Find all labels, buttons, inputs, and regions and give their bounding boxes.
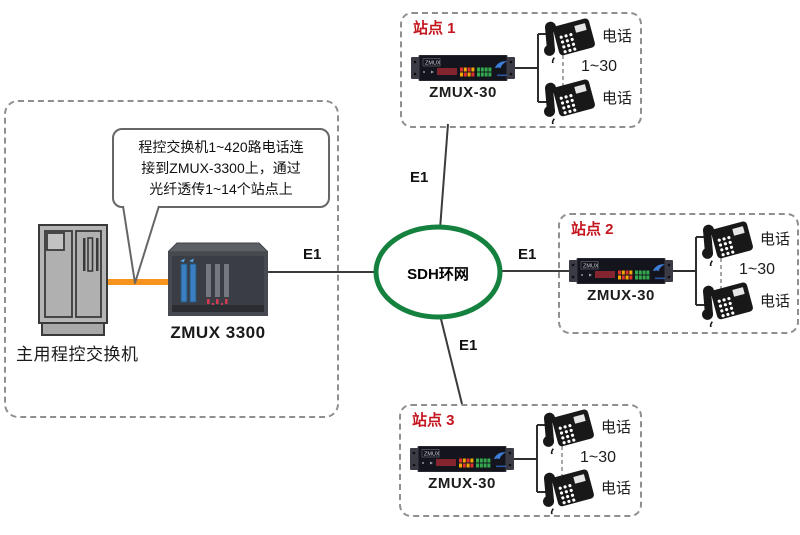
e1-label-bottom: E1 <box>459 337 478 354</box>
phone-label-bottom: 电话 <box>602 90 633 107</box>
callout-bubble: 程控交换机1~420路电话连 接到ZMUX-3300上，通过 光纤透传1~14个… <box>112 128 330 208</box>
phone-icon <box>544 79 595 124</box>
phone-icon <box>702 282 753 327</box>
phone-bracket-lines <box>673 236 722 306</box>
exchange-cabinet-label: 主用程控交换机 <box>16 345 139 364</box>
zmux-30-label: ZMUX-30 <box>428 475 496 492</box>
phone-icon <box>544 18 595 63</box>
device-brand-text: ZMUX <box>424 452 440 458</box>
device-brand-text: ZMUX <box>583 264 599 270</box>
station-title: 站点 2 <box>571 221 614 238</box>
swallow-logo-icon <box>494 452 506 460</box>
zmux-30-graphic: ZMUX <box>410 446 514 472</box>
device-brand-text: ZMUX <box>425 61 441 67</box>
zmux-30-graphic: ZMUX <box>411 55 515 81</box>
station-3-box <box>399 404 642 517</box>
sdh-ring <box>373 224 503 320</box>
zmux-30-label: ZMUX-30 <box>587 287 655 304</box>
e1-line-top <box>439 123 449 230</box>
range-label: 1~30 <box>579 449 617 466</box>
phone-label-bottom: 电话 <box>601 480 632 497</box>
station-2-content: 站点 2 ZMUX <box>558 213 795 330</box>
zmux-3300-graphic <box>168 242 268 316</box>
exchange-cabinet-graphic <box>38 224 108 336</box>
station-1-content: 站点 1 ZMUX <box>400 12 638 124</box>
swallow-logo-icon <box>495 61 507 69</box>
e1-label-right: E1 <box>518 246 537 263</box>
swallow-logo-icon <box>653 264 665 272</box>
zmux-3300-label: ZMUX 3300 <box>170 323 266 342</box>
e1-label-left: E1 <box>303 246 322 263</box>
station-title: 站点 1 <box>413 20 456 37</box>
range-label: 1~30 <box>580 58 618 75</box>
headquarters-group-box <box>4 100 339 418</box>
e1-label-top: E1 <box>410 169 429 186</box>
sdh-ring-label: SDH环网 <box>407 266 469 283</box>
phone-icon <box>543 409 594 454</box>
callout-line-1: 程控交换机1~420路电话连 <box>138 138 304 155</box>
phone-icon <box>702 221 753 266</box>
callout-line-2: 接到ZMUX-3300上，通过 <box>141 159 301 176</box>
station-1-box <box>400 12 642 128</box>
station-title: 站点 3 <box>412 412 455 429</box>
station-3-content: 站点 3 ZMUX <box>399 404 638 514</box>
phone-label-top: 电话 <box>601 419 632 436</box>
callout-tail <box>122 205 160 284</box>
callout-line-3: 光纤透传1~14个站点上 <box>149 180 293 197</box>
phone-label-bottom: 电话 <box>760 293 791 310</box>
phone-label-top: 电话 <box>602 28 633 45</box>
zmux-30-graphic: ZMUX <box>569 258 673 284</box>
phone-label-top: 电话 <box>760 231 791 248</box>
phone-icon <box>543 469 594 514</box>
station-2-box <box>558 213 799 334</box>
e1-line-bottom <box>439 314 463 405</box>
range-label: 1~30 <box>738 261 776 278</box>
zmux-30-label: ZMUX-30 <box>429 84 497 101</box>
